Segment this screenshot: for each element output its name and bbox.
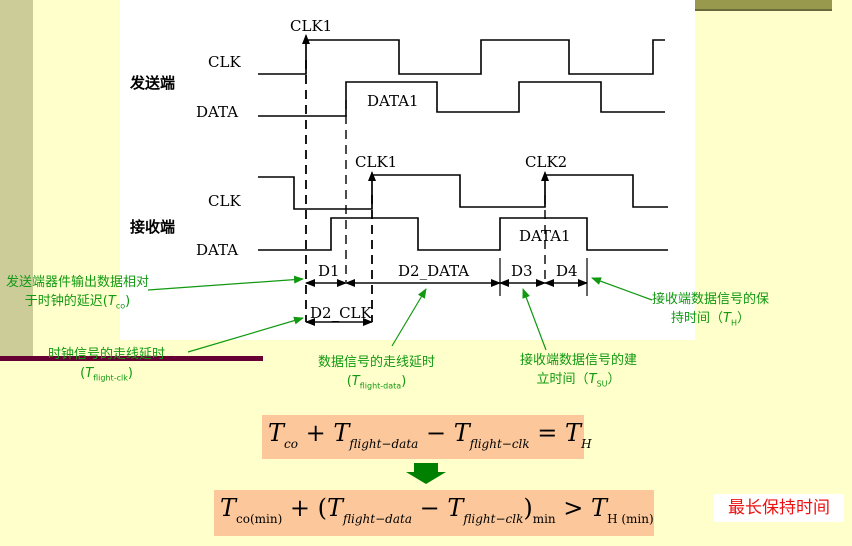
formula-hold-equation: Tco + Tflight−data − Tflight−clk = TH [268, 419, 592, 451]
data1-bottom-label: DATA1 [519, 227, 571, 245]
interval-row [305, 279, 588, 326]
transmit-clk-waveform [258, 39, 665, 75]
interval-d2-clk: D2_CLK [310, 304, 373, 322]
annotation-flight-data: 数据信号的走线延时 (Tflight-data) [318, 355, 436, 391]
annotation-flight-clk: 时钟信号的走线延时 (Tflight-clk) [48, 347, 166, 383]
formula-hold-inequality: Tco(min) + (Tflight−data − Tflight−clk)m… [220, 494, 654, 526]
clk2-bottom-label: CLK2 [525, 153, 567, 171]
annotation-setup: 接收端数据信号的建 立时间（TSU） [520, 353, 638, 389]
arrow-hold [591, 277, 653, 301]
left-decorative-bar [0, 0, 33, 356]
annotation-hold: 接收端数据信号的保 持时间（TH） [652, 292, 770, 328]
top-right-decorative-bar [656, 0, 832, 11]
interval-d1: D1 [318, 262, 340, 280]
annotation-tco: 发送端器件输出数据相对 于时钟的延迟(Tco) [6, 275, 150, 311]
transmit-side-label: 发送端 [129, 74, 175, 92]
down-arrow-icon [406, 463, 446, 484]
clk1-bottom-label: CLK1 [355, 153, 397, 171]
clk1-top-label: CLK1 [290, 17, 332, 35]
transmit-data-label: DATA [196, 103, 238, 121]
receive-data-label: DATA [196, 241, 238, 259]
interval-d3: D3 [511, 262, 533, 280]
interval-d4: D4 [556, 262, 578, 280]
arrow-tco [147, 275, 304, 291]
receive-data-waveform [258, 217, 668, 251]
arrow-setup [522, 288, 547, 351]
left-decorative-line [0, 356, 263, 361]
formula-hold-inequality-box: Tco(min) + (Tflight−data − Tflight−clk)m… [214, 490, 654, 536]
data1-top-label: DATA1 [367, 92, 419, 110]
receive-side-label: 接收端 [130, 218, 175, 236]
receive-clk-waveform [258, 174, 668, 210]
arrow-flight-clk [187, 316, 304, 353]
arrow-flight-data [391, 288, 427, 347]
transmit-clk-label: CLK [208, 53, 241, 71]
interval-d2-data: D2_DATA [398, 262, 469, 280]
max-hold-time-note: 最长保持时间 [714, 494, 844, 522]
receive-clk-label: CLK [208, 192, 241, 210]
formula-hold-equation-box: Tco + Tflight−data − Tflight−clk = TH [262, 415, 592, 459]
transmit-data-waveform [258, 81, 665, 117]
